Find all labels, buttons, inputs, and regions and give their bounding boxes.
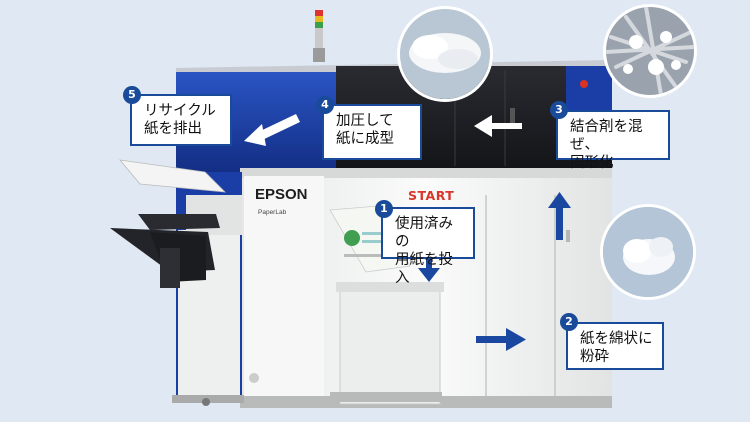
photo-cotton-fiber	[397, 6, 493, 102]
output-tray-2	[138, 214, 220, 230]
step-5-number: 5	[123, 86, 141, 104]
photo-binder-fiber	[603, 4, 697, 98]
step-2-number: 2	[560, 313, 578, 331]
step-1-callout: 使用済みの 用紙を投入	[381, 207, 475, 286]
flow-arrow-left	[474, 115, 522, 137]
step-4-callout: 加圧して 紙に成型	[322, 104, 422, 160]
brand-logo: EPSON	[255, 186, 308, 203]
model-label: PaperLab	[258, 209, 287, 216]
step-5-label: リサイクル 紙を排出	[144, 103, 216, 137]
cotton-fiber-image	[400, 9, 490, 99]
step-4-label: 加圧して 紙に成型	[336, 113, 394, 147]
step-2-label: 紙を綿状に 粉砕	[580, 331, 653, 365]
output-tray-1	[119, 159, 227, 193]
step-4-number: 4	[316, 96, 334, 114]
flow-arrow-down	[418, 254, 440, 282]
step-1-number: 1	[375, 200, 393, 218]
pressed-fiber-image	[603, 207, 693, 297]
start-label: START	[408, 188, 455, 203]
flow-arrow-diag	[244, 114, 300, 146]
step-2-callout: 紙を綿状に 粉砕	[566, 322, 664, 370]
step-1-label: 使用済みの 用紙を投入	[395, 216, 453, 286]
input-stand	[339, 285, 441, 405]
step-3-number: 3	[550, 101, 568, 119]
flow-arrow-up	[548, 192, 571, 240]
flow-arrow-right	[476, 328, 526, 351]
photo-pressed-fiber	[600, 204, 696, 300]
binder-fiber-image	[606, 7, 694, 95]
step-3-callout: 結合剤を混ぜ、 固形化	[556, 110, 670, 171]
signal-tower	[315, 10, 323, 50]
step-5-callout: リサイクル 紙を排出	[130, 94, 232, 146]
step-3-label: 結合剤を混ぜ、 固形化	[570, 119, 643, 171]
